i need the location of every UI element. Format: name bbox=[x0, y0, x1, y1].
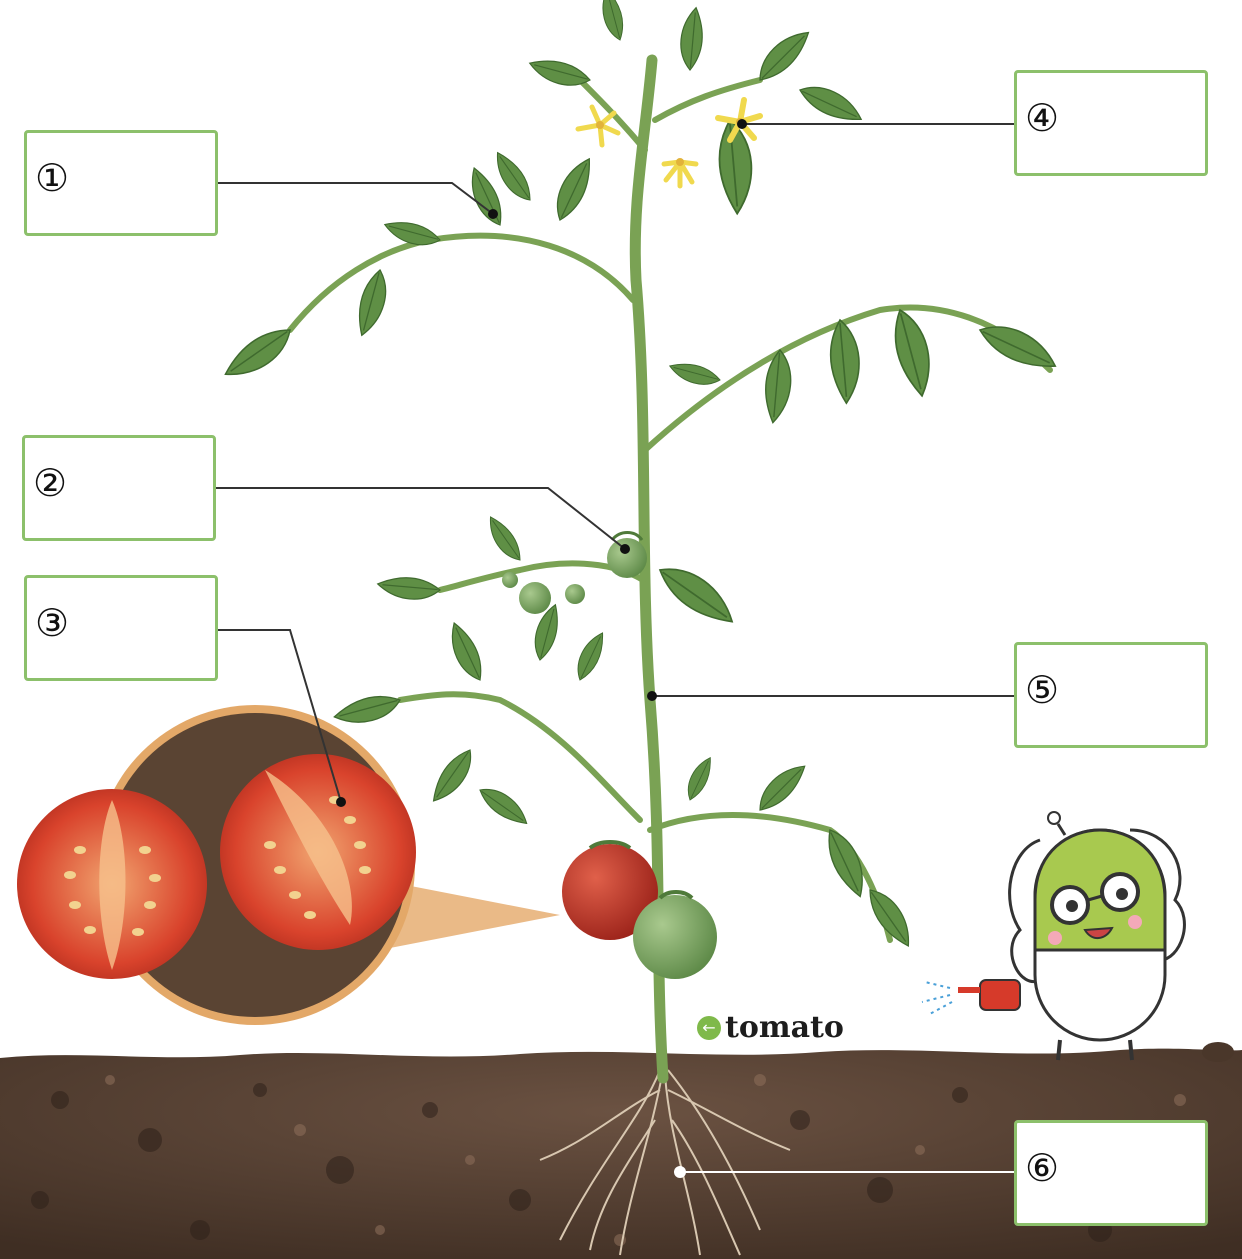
leader-line-1 bbox=[218, 183, 493, 214]
leader-line-2 bbox=[215, 488, 625, 549]
label-box-3[interactable]: ③ bbox=[24, 575, 218, 681]
label-box-1[interactable]: ① bbox=[24, 130, 218, 236]
tomato-half-left bbox=[17, 789, 207, 979]
label-number-2: ② bbox=[33, 464, 67, 502]
watering-can-icon bbox=[958, 980, 1020, 1010]
mascot-character bbox=[922, 812, 1184, 1060]
label-number-5: ⑤ bbox=[1025, 671, 1059, 709]
arrow-left-circle-icon: ← bbox=[697, 1016, 721, 1040]
label-box-2[interactable]: ② bbox=[22, 435, 216, 541]
label-number-6: ⑥ bbox=[1025, 1149, 1059, 1187]
large-fruits bbox=[562, 842, 717, 979]
fruit-cross-section-callout bbox=[17, 705, 560, 1025]
caption-text: tomato bbox=[725, 1010, 844, 1045]
label-box-6[interactable]: ⑥ bbox=[1014, 1120, 1208, 1226]
plant-caption: ← tomato bbox=[697, 1010, 844, 1045]
label-number-3: ③ bbox=[35, 604, 69, 642]
label-box-4[interactable]: ④ bbox=[1014, 70, 1208, 176]
label-number-1: ① bbox=[35, 159, 69, 197]
tomato-half-right bbox=[220, 754, 416, 950]
label-box-5[interactable]: ⑤ bbox=[1014, 642, 1208, 748]
label-number-4: ④ bbox=[1025, 99, 1059, 137]
